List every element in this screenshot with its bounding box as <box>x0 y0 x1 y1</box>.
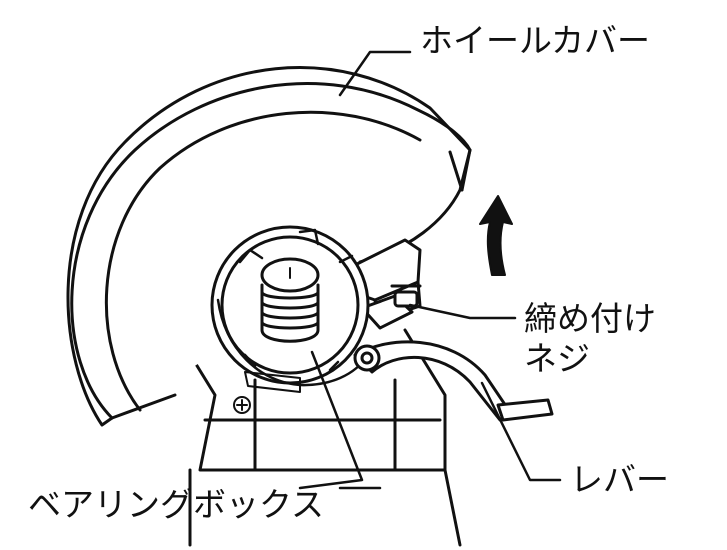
spindle <box>260 257 320 343</box>
lever <box>353 340 554 422</box>
clamp-screw <box>390 284 422 308</box>
bearing-box-label: ベアリングボックス <box>28 485 325 524</box>
bearing-box <box>210 225 370 393</box>
leader-lines <box>298 50 562 490</box>
lever-label: レバー <box>570 460 669 499</box>
grinder-body <box>173 328 462 547</box>
clamp-screw-label-line1: 締め付け <box>524 299 656 338</box>
wheel-cover-label: ホイールカバー <box>420 21 651 60</box>
clamp-screw-label-line2: ネジ <box>524 339 590 378</box>
rotation-arrow <box>479 195 513 276</box>
